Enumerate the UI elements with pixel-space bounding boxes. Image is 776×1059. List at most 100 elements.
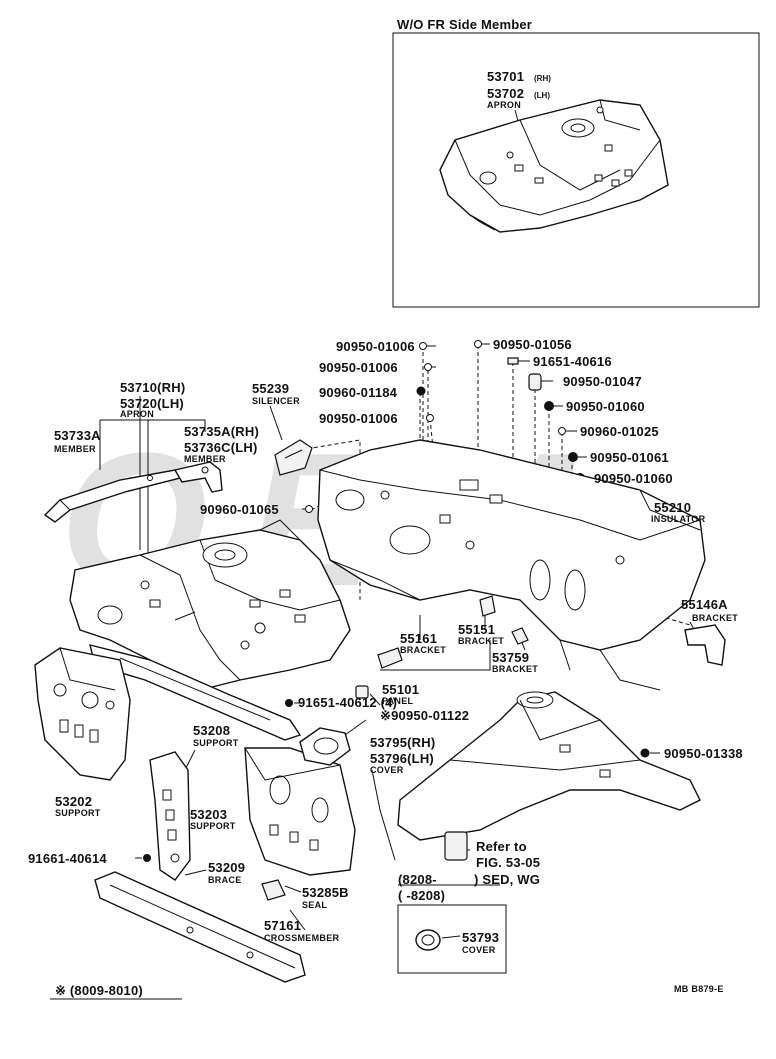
inset-rh: (RH)	[534, 74, 551, 83]
label-n-57161: CROSSMEMBER	[264, 933, 340, 943]
inset-part-rh: 53701	[487, 69, 524, 84]
inset-frame	[392, 32, 760, 308]
inset-box: W/O FR Side Member 53701 (RH) 53702 (LH)…	[392, 17, 760, 308]
grommet-01056	[474, 340, 482, 348]
label-f-01047: 90950-01047	[563, 374, 642, 389]
grommet-01025	[558, 427, 566, 435]
label-n-53793: COVER	[462, 945, 496, 955]
seal-53285B-drawing	[261, 879, 286, 901]
grommet-01006c	[426, 414, 434, 422]
grommet-01065	[305, 505, 313, 513]
cover-53793-box	[397, 904, 507, 974]
label-f-01065: 90960-01065	[200, 502, 279, 517]
label-p-53285B: 53285B	[302, 885, 349, 900]
label-p-55101: 55101	[382, 682, 419, 697]
label-p-53203: 53203	[190, 807, 227, 822]
label-p-55146A: 55146A	[681, 597, 728, 612]
label-n-53735A: MEMBER	[184, 454, 226, 464]
label-n-53209: BRACE	[208, 875, 242, 885]
cover-53795-drawing	[299, 727, 351, 766]
callout-labels: 53710(RH)53720(LH)APRON53733AMEMBER53735…	[28, 337, 743, 1000]
bracket-55146A-drawing	[684, 624, 726, 666]
label-f-01061: 90950-01061	[590, 450, 669, 465]
label-n-53710: APRON	[120, 409, 154, 419]
label-p-53793: 53793	[462, 930, 499, 945]
label-f-40612: 91651-40612 (4)	[298, 695, 397, 710]
bracket-55161-drawing	[377, 647, 403, 669]
label-f-01006a: 90950-01006	[336, 339, 415, 354]
clip-40616	[507, 357, 519, 365]
label-p-53209: 53209	[208, 860, 245, 875]
label-range-3: ( -8208)	[398, 888, 445, 903]
grommet-01061	[568, 452, 578, 462]
label-n-53202: SUPPORT	[55, 808, 101, 818]
inset-apron-drawing	[439, 99, 669, 233]
label-n-55239: SILENCER	[252, 396, 300, 406]
panel-55101-drawing	[317, 439, 706, 691]
support-53208-drawing	[244, 747, 356, 876]
support-53203-drawing	[149, 751, 191, 881]
label-note: ※ (8009-8010)	[55, 983, 143, 998]
label-f-40614: 91661-40614	[28, 851, 107, 866]
label-f-01006c: 90950-01006	[319, 411, 398, 426]
label-f-01006b: 90950-01006	[319, 360, 398, 375]
apron-53710-drawing	[69, 519, 351, 691]
grommet-01184	[416, 386, 426, 396]
label-f-01338: 90950-01338	[664, 746, 743, 761]
label-n-53759: BRACKET	[492, 664, 538, 674]
label-p-53720: 53720(LH)	[120, 396, 184, 411]
label-code: MB B879-E	[674, 984, 724, 994]
plug-01122	[355, 685, 369, 699]
label-f-01060a: 90950-01060	[566, 399, 645, 414]
label-ref-2: FIG. 53-05	[476, 855, 540, 870]
label-p-57161: 57161	[264, 918, 301, 933]
label-p-53208: 53208	[193, 723, 230, 738]
grommet-01006a	[419, 342, 427, 350]
inset-name: APRON	[487, 100, 521, 110]
label-p-55239: 55239	[252, 381, 289, 396]
support-53202-drawing	[34, 647, 131, 781]
label-p-55210: 55210	[654, 500, 691, 515]
label-f-01025: 90960-01025	[580, 424, 659, 439]
label-range-2: ) SED, WG	[474, 872, 540, 887]
label-n-53733A: MEMBER	[54, 444, 96, 454]
bracket-55151-drawing	[479, 595, 496, 617]
grommet-01006b	[424, 363, 432, 371]
label-n-55151: BRACKET	[458, 636, 504, 646]
bolt-40614	[143, 854, 151, 862]
label-n-53203: SUPPORT	[190, 821, 236, 831]
label-p-53796: 53796(LH)	[370, 751, 434, 766]
label-p-53202: 53202	[55, 794, 92, 809]
label-p-53736C: 53736C(LH)	[184, 440, 258, 455]
bolt-40612	[285, 699, 293, 707]
label-range-1: (8208-	[398, 872, 437, 887]
label-p-53735A: 53735A(RH)	[184, 424, 259, 439]
label-n-55210: INSULATOR	[651, 514, 706, 524]
plug-01047	[528, 373, 542, 391]
inset-lh: (LH)	[534, 91, 550, 100]
silencer-55239-drawing	[274, 439, 313, 476]
label-ref-1: Refer to	[476, 839, 527, 854]
label-n-55101: PANEL	[382, 696, 414, 706]
label-f-01184: 90960-01184	[319, 385, 398, 400]
bracket-53759-drawing	[511, 627, 529, 645]
inset-title: W/O FR Side Member	[397, 17, 532, 32]
refer-part-drawing	[444, 831, 468, 861]
label-p-55151: 55151	[458, 622, 495, 637]
crossmember-57161-drawing	[94, 871, 306, 983]
member-53735A-drawing	[173, 461, 223, 493]
label-p-53733A: 53733A	[54, 428, 101, 443]
label-f-01056: 90950-01056	[493, 337, 572, 352]
label-n-53208: SUPPORT	[193, 738, 239, 748]
label-f-40616: 91651-40616	[533, 354, 612, 369]
label-n-55161: BRACKET	[400, 645, 446, 655]
label-n-55146A: BRACKET	[692, 613, 738, 623]
label-p-53795: 53795(RH)	[370, 735, 435, 750]
inset-part-lh: 53702	[487, 86, 524, 101]
label-p-53759: 53759	[492, 650, 529, 665]
label-f-01060b: 90950-01060	[594, 471, 673, 486]
label-f-01122: ※90950-01122	[380, 708, 469, 723]
label-p-53710: 53710(RH)	[120, 380, 185, 395]
